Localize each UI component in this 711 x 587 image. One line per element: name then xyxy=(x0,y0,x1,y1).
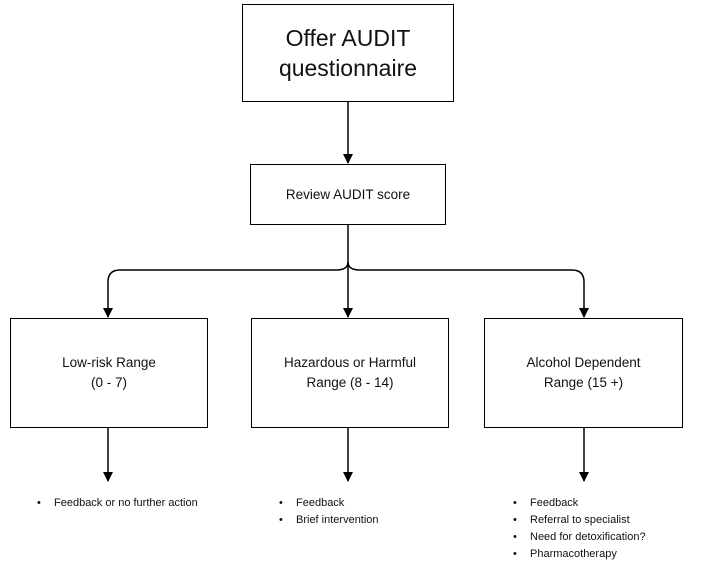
review-score-box: Review AUDIT score xyxy=(250,164,446,225)
offer-audit-box: Offer AUDIT questionnaire xyxy=(242,4,454,102)
list-item: Feedback xyxy=(510,495,700,512)
low-risk-title: Low-risk Range xyxy=(62,355,156,370)
list-item: Need for detoxification? xyxy=(510,529,700,546)
dependent-actions-list: Feedback Referral to specialist Need for… xyxy=(510,495,700,563)
low-risk-actions-list: Feedback or no further action xyxy=(34,495,204,512)
dependent-range-box: Alcohol Dependent Range (15 +) xyxy=(484,318,683,428)
hazardous-title: Hazardous or Harmful xyxy=(283,355,417,370)
list-item: Pharmacotherapy xyxy=(510,546,700,563)
dependent-title: Alcohol Dependent xyxy=(526,355,641,370)
list-item: Feedback or no further action xyxy=(34,495,204,512)
list-item: Feedback xyxy=(276,495,446,512)
branch-brace-line xyxy=(107,261,585,283)
offer-audit-line1: Offer AUDIT xyxy=(285,25,411,51)
low-risk-range-box: Low-risk Range (0 - 7) xyxy=(10,318,208,428)
hazardous-range-box: Hazardous or Harmful Range (8 - 14) xyxy=(251,318,449,428)
list-item: Brief intervention xyxy=(276,512,446,529)
low-risk-range: (0 - 7) xyxy=(90,375,127,390)
hazardous-actions-list: Feedback Brief intervention xyxy=(276,495,446,529)
list-item: Referral to specialist xyxy=(510,512,700,529)
dependent-range: Range (15 +) xyxy=(543,375,624,390)
hazardous-range: Range (8 - 14) xyxy=(306,375,394,390)
review-score-label: Review AUDIT score xyxy=(285,187,411,202)
offer-audit-line2: questionnaire xyxy=(278,55,418,81)
